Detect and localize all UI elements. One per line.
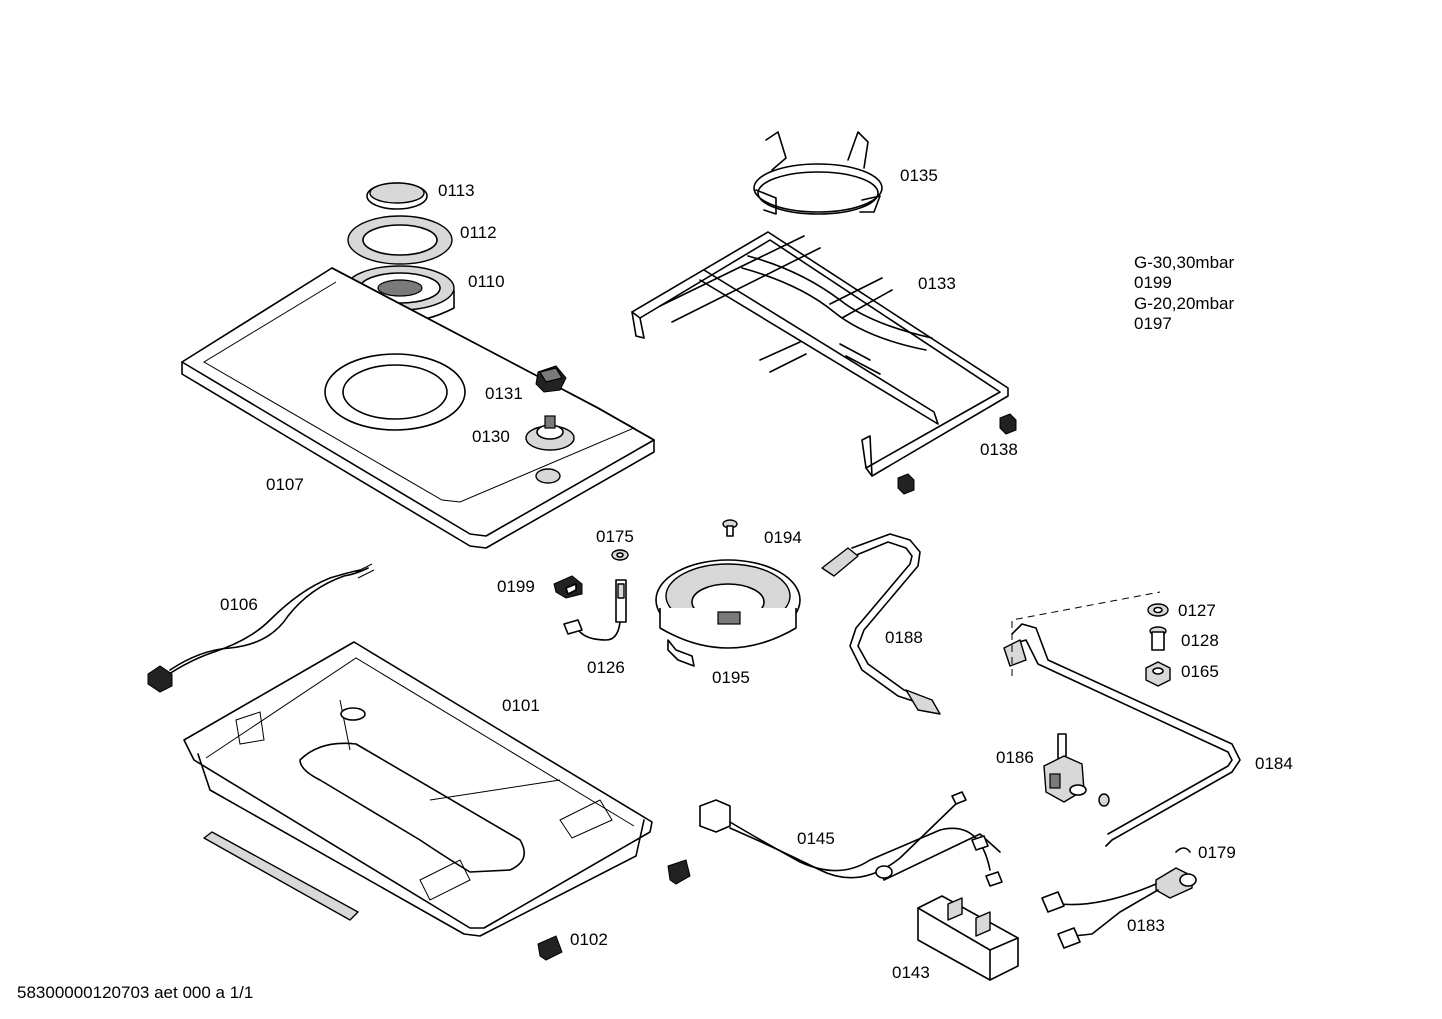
part-label-0184: 0184 <box>1255 754 1293 773</box>
nozzle-0128 <box>1149 626 1167 651</box>
part-label-0101: 0101 <box>502 696 540 715</box>
gas-valve-0186 <box>1043 733 1110 807</box>
flame-spreader-0112 <box>347 215 453 265</box>
nut-0165 <box>1145 661 1171 687</box>
clip-0102 <box>537 935 563 961</box>
part-label-0188: 0188 <box>885 628 923 647</box>
gas-spec-line-2: 0199 <box>1134 273 1172 292</box>
part-label-0135: 0135 <box>900 166 938 185</box>
part-label-0175: 0175 <box>596 527 634 546</box>
part-label-0106: 0106 <box>220 595 258 614</box>
wok-ring-0135 <box>753 131 883 215</box>
clip-0179 <box>1175 847 1191 853</box>
part-label-0131: 0131 <box>485 384 523 403</box>
base-tray-0101 <box>183 641 653 937</box>
thermocouple-lead-0183 <box>1041 867 1197 949</box>
part-label-0130: 0130 <box>472 427 510 446</box>
control-knob-0131 <box>535 365 567 393</box>
part-label-0195: 0195 <box>712 668 750 687</box>
ignition-module-0143 <box>917 895 1019 981</box>
part-label-0194: 0194 <box>764 528 802 547</box>
part-label-0127: 0127 <box>1178 601 1216 620</box>
gas-supply-pipe-0184 <box>1003 591 1241 847</box>
part-label-0143: 0143 <box>892 963 930 982</box>
gas-spec-block: G-30,30mbar 0199 G-20,20mbar 0197 <box>1134 253 1234 333</box>
pan-support-0133 <box>631 231 1009 477</box>
gas-tube-0188 <box>821 533 941 715</box>
gas-spec-line-3: G-20,20mbar <box>1134 294 1234 313</box>
part-label-0145: 0145 <box>797 829 835 848</box>
part-label-0165: 0165 <box>1181 662 1219 681</box>
part-label-0110: 0110 <box>468 272 505 291</box>
rubber-foot-0138 <box>897 413 1017 495</box>
part-label-0107: 0107 <box>266 475 304 494</box>
part-label-0128: 0128 <box>1181 631 1219 650</box>
part-label-0126: 0126 <box>587 658 625 677</box>
power-cable-0106 <box>147 563 375 693</box>
burner-housing-0195 <box>655 559 801 667</box>
part-label-0199: 0199 <box>497 577 535 596</box>
part-label-0112: 0112 <box>460 223 497 242</box>
gas-spec-line-1: G-30,30mbar <box>1134 253 1234 272</box>
document-id-footer: 58300000120703 aet 000 a 1/1 <box>17 983 253 1002</box>
part-label-0133: 0133 <box>918 274 956 293</box>
ignition-electrode-0126 <box>563 579 627 641</box>
part-label-0102: 0102 <box>570 930 608 949</box>
wiring-harness-0145 <box>667 791 1003 887</box>
knob-bezel-0130 <box>525 415 575 451</box>
washer-0127 <box>1147 603 1169 617</box>
gas-spec-line-4: 0197 <box>1134 314 1172 333</box>
burner-cap-0113 <box>366 182 428 210</box>
part-label-0179: 0179 <box>1198 843 1236 862</box>
part-label-0183: 0183 <box>1127 916 1165 935</box>
part-label-0138: 0138 <box>980 440 1018 459</box>
washer-0175 <box>611 549 629 561</box>
seal-strip <box>203 831 359 921</box>
part-label-0186: 0186 <box>996 748 1034 767</box>
screw-0194 <box>722 519 738 537</box>
bracket-0199 <box>553 575 583 599</box>
part-label-0113: 0113 <box>438 181 475 200</box>
